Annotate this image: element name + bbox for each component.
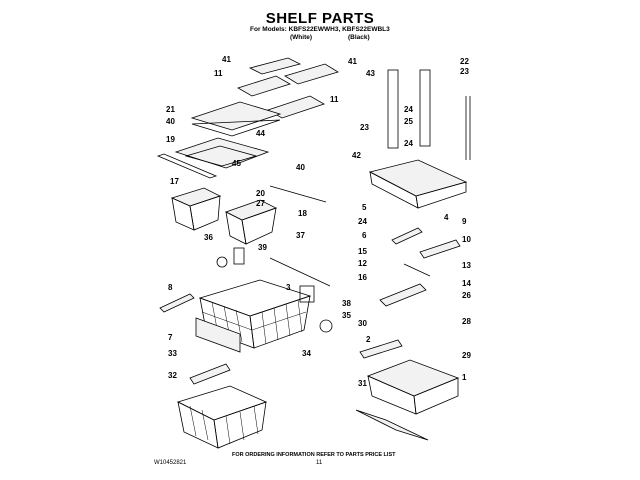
callout-32: 32 [168,371,177,380]
gear-36 [216,256,228,268]
callout-11-right: 11 [330,95,339,104]
page-number: 11 [316,460,323,466]
shelf-frame-21 [190,101,282,137]
callout-3: 3 [286,283,291,292]
tray-31 [355,409,429,441]
doc-number: W10452821 [154,460,187,466]
door-rail-43 [387,69,471,160]
callout-10: 10 [462,235,471,244]
callout-11-left: 11 [214,69,223,78]
callout-14: 14 [462,279,471,288]
wire-basket-32 [176,385,268,449]
callout-23-mid: 23 [360,123,369,132]
callout-19: 19 [166,135,175,144]
callout-31: 31 [358,379,367,388]
callout-26: 26 [462,291,471,300]
callout-7: 7 [168,333,173,342]
models-line: For Models: KBFS22EWWH3, KBFS22EWBL3 [250,26,390,33]
callout-21: 21 [166,105,175,114]
callout-44: 44 [256,129,265,138]
crisper-bin-17-right [224,199,278,245]
callout-24-top: 24 [404,105,413,114]
callout-41-right: 41 [348,57,357,66]
callout-23-top: 23 [460,67,469,76]
callout-12: 12 [358,259,367,268]
callout-33: 33 [168,349,177,358]
slide-2 [359,339,403,359]
callout-2: 2 [366,335,371,344]
callout-5: 5 [362,203,367,212]
callout-18: 18 [298,209,307,218]
page-title: SHELF PARTS [265,10,375,27]
shelf-assembly-19-45 [156,137,270,179]
rod-37 [269,257,331,287]
callout-24-mid: 24 [404,139,413,148]
shelf-glass-top-group [237,57,339,119]
callout-40a: 40 [166,117,175,126]
callout-22: 22 [460,57,469,66]
callout-45: 45 [232,159,241,168]
callout-15: 15 [358,247,367,256]
crisper-29 [366,359,460,415]
black-label: (Black) [348,34,370,41]
shelf-42 [368,159,468,209]
callout-42: 42 [352,151,361,160]
callout-13: 13 [462,261,471,270]
ordering-note: FOR ORDERING INFORMATION REFER TO PARTS … [232,452,396,458]
callout-43: 43 [366,69,375,78]
bin-assembly-6-16 [379,227,461,307]
bracket-39 [233,247,245,265]
callout-38: 38 [342,299,351,308]
callout-27: 27 [256,199,265,208]
slide-33 [189,363,231,385]
crisper-bin-17-left [170,187,222,231]
callout-37: 37 [296,231,305,240]
callout-36: 36 [204,233,213,242]
callout-34: 34 [302,349,311,358]
callout-6: 6 [362,231,367,240]
callout-39: 39 [258,243,267,252]
callout-30: 30 [358,319,367,328]
bracket-38 [299,285,315,303]
callout-9: 9 [462,217,467,226]
callout-24-low: 24 [358,217,367,226]
callout-28: 28 [462,317,471,326]
slide-8 [159,293,195,313]
callout-1: 1 [462,373,467,382]
callout-8: 8 [168,283,173,292]
divider-7 [195,317,241,353]
callout-17: 17 [170,177,179,186]
callout-25: 25 [404,117,413,126]
white-label: (White) [290,34,313,41]
rail-18 [269,185,327,203]
callout-40b: 40 [296,163,305,172]
callout-35: 35 [342,311,351,320]
callout-4: 4 [444,213,449,222]
callout-20: 20 [256,189,265,198]
callout-16: 16 [358,273,367,282]
gear-35 [319,319,333,333]
callout-41-left: 41 [222,55,231,64]
callout-29: 29 [462,351,471,360]
